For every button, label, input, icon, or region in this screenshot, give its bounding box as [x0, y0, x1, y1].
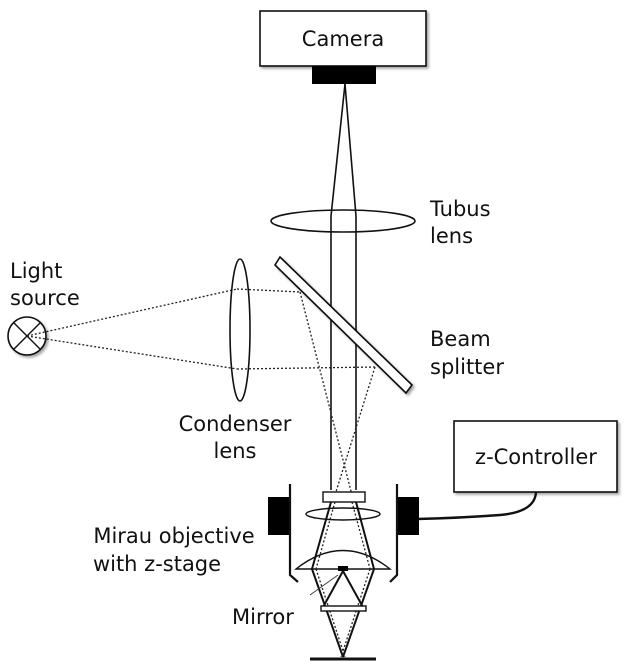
beam-splitter-label-2: splitter — [430, 355, 504, 379]
light-source-label-1: Light — [10, 259, 62, 283]
tubus-lens-shape — [270, 209, 416, 233]
light-source: Light source — [7, 259, 80, 356]
tubus-lens-label-1: Tubus — [429, 197, 491, 221]
tubus-lens-label-2: lens — [430, 224, 473, 248]
mirau-splitter-plate — [320, 605, 367, 612]
z-controller-cable — [416, 491, 538, 521]
condenser-lens-shape — [229, 258, 251, 402]
z-stage-actuator-left — [268, 497, 290, 535]
mirau-objective-label-2: with z-stage — [93, 552, 221, 576]
mirau-objective: Mirau objective with z-stage — [93, 484, 419, 661]
imaging-beam — [330, 83, 357, 490]
condenser-lens-label-2: lens — [213, 439, 256, 463]
beam-splitter: Beam splitter — [273, 255, 504, 395]
z-stage-actuator-right — [397, 497, 419, 535]
z-controller-box — [453, 420, 618, 493]
light-source-label-2: source — [10, 286, 80, 310]
condenser-lens-label-1: Condenser — [179, 412, 292, 436]
camera-sensor — [312, 66, 376, 84]
tubus-lens: Tubus lens — [270, 197, 491, 248]
camera: Camera — [259, 10, 427, 84]
objective-aperture — [322, 491, 366, 503]
camera-label: Camera — [302, 27, 384, 51]
reference-mirror-spot — [338, 566, 348, 571]
condenser-lens: Condenser lens — [179, 258, 292, 463]
z-controller-label: z-Controller — [475, 445, 597, 469]
camera-box — [259, 10, 427, 67]
objective-lens-main — [293, 549, 393, 570]
z-controller: z-Controller — [416, 420, 618, 521]
beam-splitter-plate — [273, 255, 414, 395]
mirau-objective-label-1: Mirau objective — [93, 524, 254, 548]
mirror-label: Mirror — [232, 605, 294, 629]
beam-splitter-label-1: Beam — [430, 327, 491, 351]
objective-lens-upper — [305, 507, 381, 521]
illumination-rays — [26, 288, 376, 496]
